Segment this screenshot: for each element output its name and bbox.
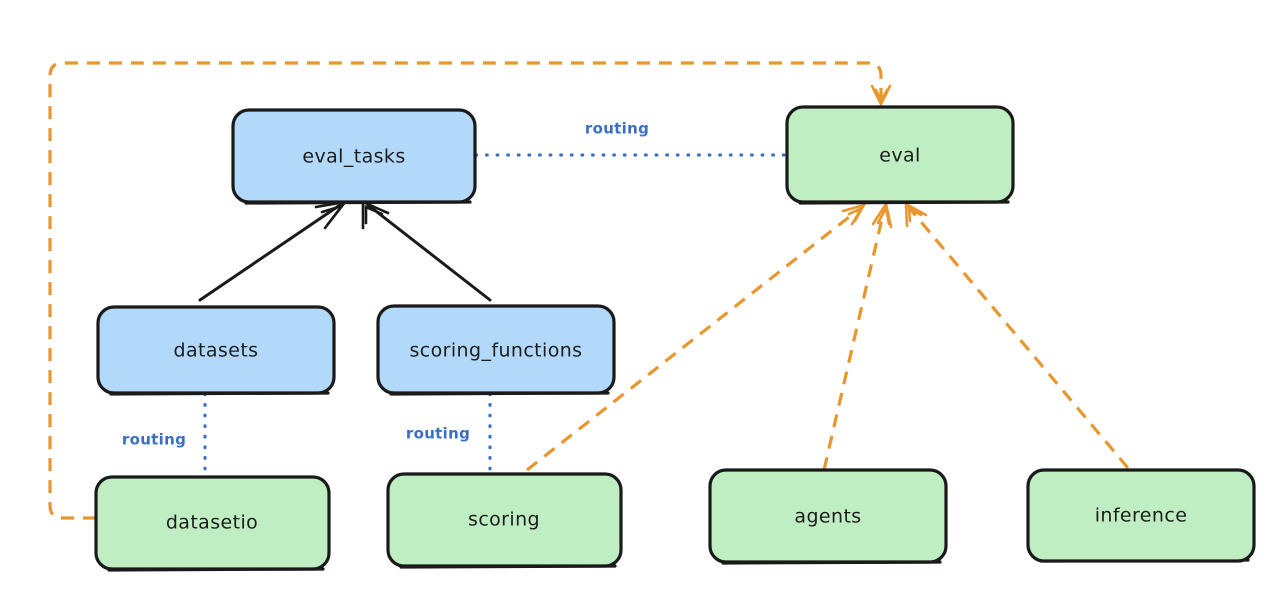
- node-scoring-label: scoring: [468, 509, 540, 531]
- edge-datasetio-eval-line: [48, 61, 883, 520]
- node-eval-tasks-label: eval_tasks: [302, 146, 405, 168]
- node-scoring[interactable]: scoring: [386, 472, 623, 569]
- edge-agents-eval-arrowhead-inner: [876, 204, 891, 226]
- node-datasetio[interactable]: datasetio: [94, 475, 331, 572]
- node-eval-tasks-rect[interactable]: [231, 108, 477, 204]
- edge-scoring-functions-eval-tasks-arrowhead-inner: [364, 205, 384, 225]
- edge-inference-eval-arrowhead-inner: [907, 205, 923, 223]
- edge-label-routing-scoring-functions: routing: [406, 425, 470, 443]
- edge-eval-tasks-eval: routing: [474, 120, 788, 157]
- edge-label-routing-datasets: routing: [122, 431, 186, 449]
- edge-datasets-eval-tasks-arrowhead-inner: [320, 203, 346, 226]
- node-datasetio-label: datasetio: [166, 512, 258, 534]
- edge-inference-eval: [904, 201, 1130, 470]
- edge-datasets-datasetio: routing: [122, 392, 207, 478]
- node-eval[interactable]: eval: [785, 105, 1015, 205]
- edge-scoring-functions-eval-tasks-line: [366, 203, 492, 302]
- edge-scoring-eval-arrowhead-inner: [847, 205, 865, 223]
- edge-agents-eval-line: [822, 209, 886, 471]
- edge-datasetio-eval-arrowhead-inner: [874, 88, 889, 104]
- node-inference-label: inference: [1095, 505, 1188, 527]
- node-eval-tasks[interactable]: eval_tasks: [231, 108, 477, 205]
- node-inference[interactable]: inference: [1026, 468, 1256, 563]
- edge-datasets-eval-tasks: [198, 200, 349, 302]
- node-scoring-functions-rect[interactable]: [376, 304, 616, 395]
- edge-scoring-eval-line: [526, 208, 859, 472]
- edge-scoring-functions-eval-tasks: [361, 200, 492, 302]
- node-datasets[interactable]: datasets: [96, 305, 336, 396]
- edge-agents-eval: [822, 200, 893, 471]
- node-eval-rect[interactable]: [785, 105, 1015, 204]
- node-datasets-rect[interactable]: [96, 305, 336, 395]
- edge-scoring-functions-scoring: routing: [406, 392, 492, 476]
- node-agents-rect[interactable]: [708, 468, 948, 564]
- node-agents-label: agents: [794, 506, 861, 528]
- node-scoring-functions-label: scoring_functions: [410, 340, 583, 362]
- edge-datasetio-eval: [48, 61, 892, 520]
- edge-inference-eval-line: [909, 208, 1130, 470]
- edge-datasets-eval-tasks-line: [198, 203, 342, 302]
- node-inference-rect[interactable]: [1026, 468, 1256, 563]
- node-eval-label: eval: [879, 145, 920, 167]
- edge-scoring-eval: [526, 202, 867, 472]
- node-scoring-rect[interactable]: [386, 472, 623, 568]
- node-datasets-label: datasets: [174, 340, 259, 362]
- node-agents[interactable]: agents: [708, 468, 948, 565]
- node-scoring-functions[interactable]: scoring_functions: [376, 304, 616, 396]
- edge-label-routing-eval-tasks: routing: [585, 120, 649, 138]
- node-datasetio-rect[interactable]: [94, 475, 331, 571]
